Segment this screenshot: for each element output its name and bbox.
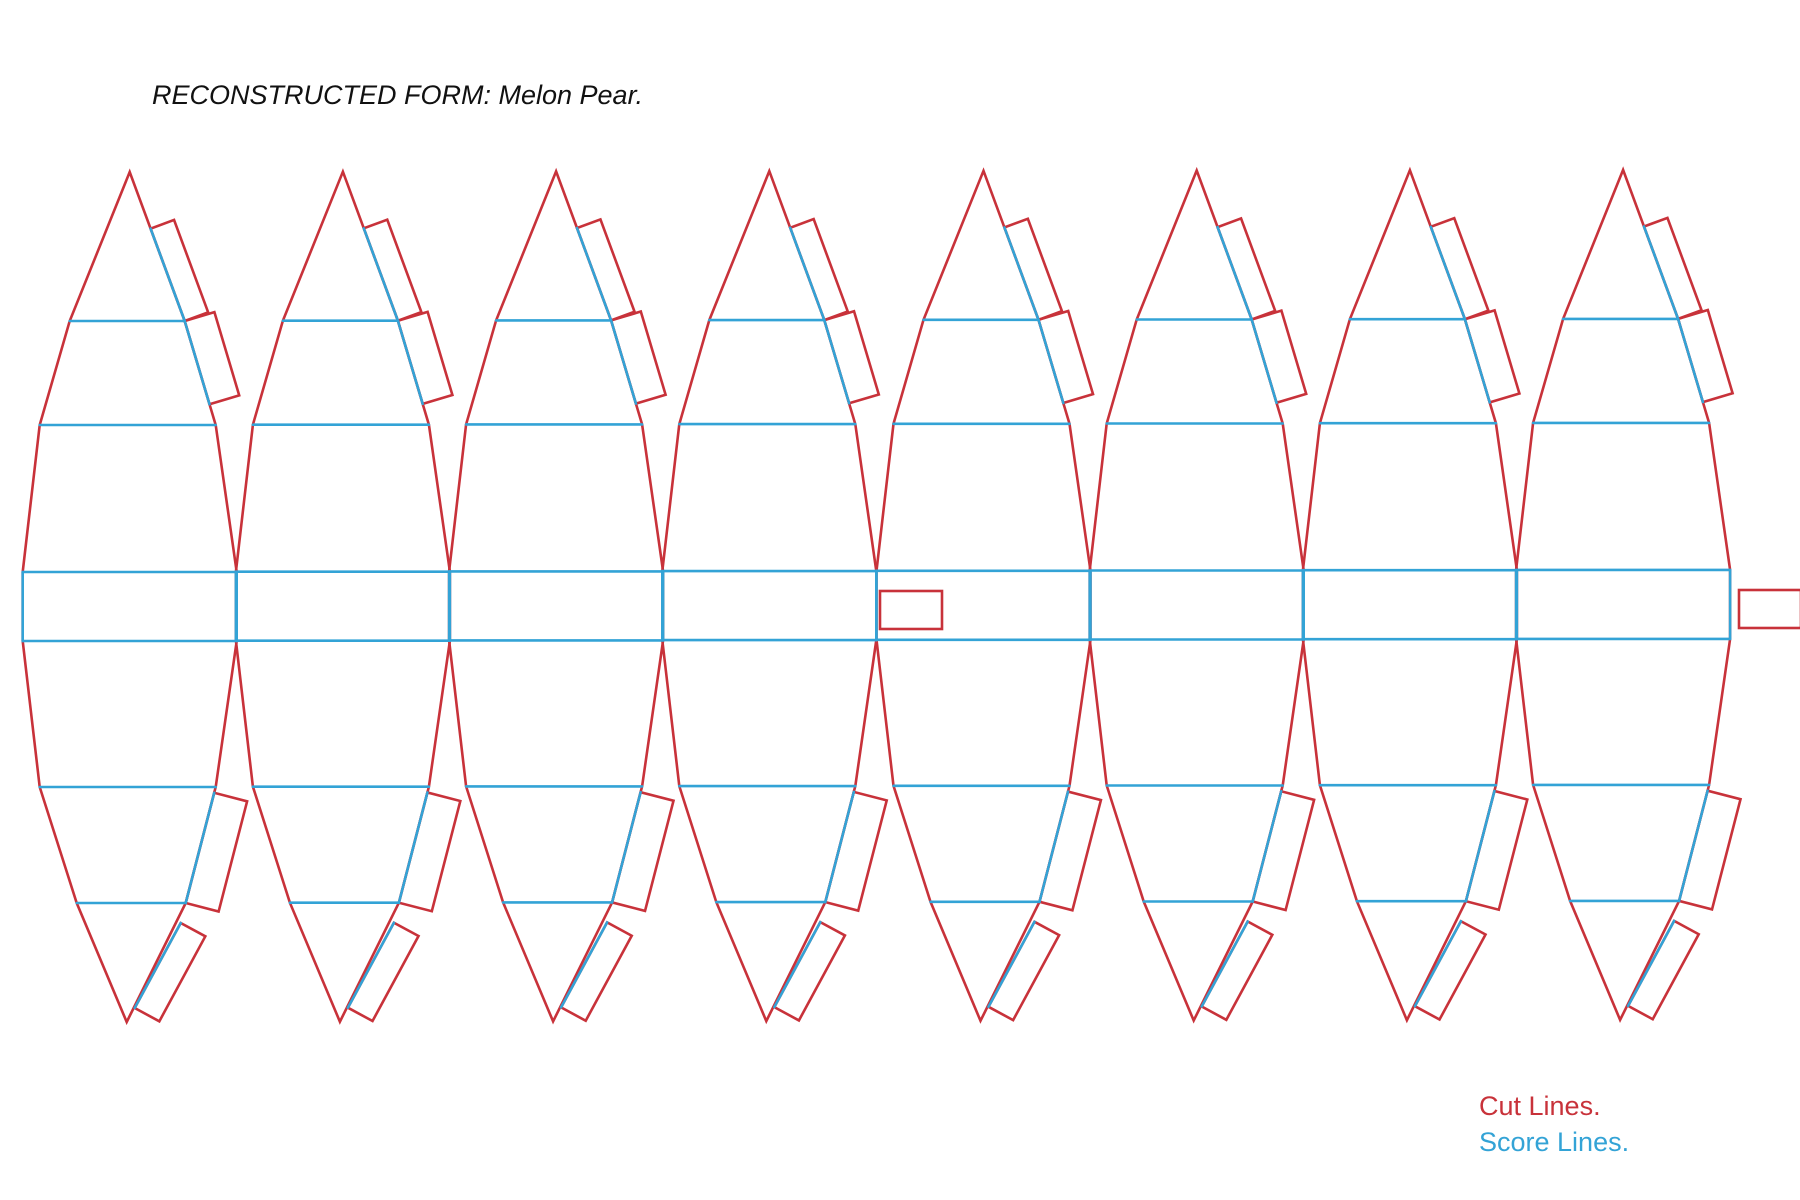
segment-3-tab-2: [609, 309, 668, 406]
segment-1-tab-score-2: [183, 319, 211, 406]
segment-3-tab-score-4: [559, 921, 609, 1009]
segment-8-tab-score-1: [1642, 225, 1680, 321]
segment-6-tab-4: [1199, 919, 1275, 1022]
segment-3-tab-3: [610, 790, 676, 913]
segment-1-tab-score-3: [184, 791, 216, 905]
segment-2-tab-4: [346, 920, 421, 1023]
segment-6-tab-3: [1251, 789, 1316, 912]
segment-2-tab-score-3: [397, 791, 429, 905]
segment-5-tab-3: [1037, 790, 1103, 912]
segment-4-tab-4: [772, 920, 847, 1023]
segment-1-tab-score-4: [133, 921, 182, 1010]
segment-3-tab-score-2: [609, 319, 638, 405]
legend-cut-lines: Cut Lines.: [1479, 1091, 1601, 1121]
score-lines-layer: [21, 225, 1732, 1010]
segment-6-tab-score-3: [1251, 789, 1283, 903]
segment-5-tab-score-2: [1037, 318, 1065, 405]
segment-7-tab-3: [1464, 789, 1529, 912]
segment-2-tab-2: [396, 310, 455, 406]
segment-7-tab-score-1: [1429, 225, 1467, 321]
segment-4-tab-3: [823, 790, 889, 913]
segment-5-tab-score-3: [1038, 790, 1070, 904]
band-center-tab: [878, 589, 944, 631]
segment-7-outline: [1301, 166, 1519, 1024]
segment-1-outline: [21, 168, 238, 1026]
segment-6-outline: [1088, 166, 1305, 1024]
segment-5-tab-score-4: [987, 920, 1036, 1009]
segment-7-tab-score-4: [1413, 919, 1463, 1008]
segment-1-tab-3: [184, 791, 249, 914]
segment-8-tab-score-4: [1626, 919, 1676, 1008]
segment-4-tab-2: [822, 309, 881, 405]
segment-3-tab-score-3: [610, 790, 642, 904]
segment-8-tab-score-3: [1677, 789, 1709, 903]
segment-3-outline: [447, 167, 665, 1025]
segment-1-tab-2: [183, 310, 241, 406]
segment-1-tab-score-1: [149, 227, 186, 323]
segment-8-tab-score-2: [1676, 317, 1705, 404]
segment-7-tab-score-2: [1463, 317, 1491, 404]
segment-5-tab-4: [986, 920, 1061, 1022]
segment-1-tab-4: [132, 921, 208, 1024]
segment-7-tab-4: [1413, 919, 1488, 1022]
segment-3-tab-4: [559, 920, 634, 1023]
segment-5-tab-score-1: [1003, 226, 1040, 322]
segment-6-tab-score-4: [1200, 920, 1249, 1008]
segment-6-tab-score-2: [1250, 318, 1278, 405]
segment-8-tab-2: [1676, 308, 1735, 404]
band-end-tab: [1737, 588, 1800, 630]
segment-2-tab-score-4: [346, 921, 396, 1010]
segment-2-tab-score-1: [362, 227, 400, 323]
segment-4-tab-score-3: [823, 790, 856, 904]
segment-5-tab-2: [1036, 309, 1095, 405]
segment-2-tab-3: [397, 790, 462, 913]
segment-8-outline: [1514, 166, 1732, 1024]
diagram-title: RECONSTRUCTED FORM: Melon Pear.: [152, 80, 644, 110]
segment-8-tab-3: [1677, 789, 1743, 911]
segment-4-tab-score-4: [772, 920, 822, 1009]
segment-7-tab-score-3: [1464, 789, 1496, 903]
segment-8-tab-4: [1626, 919, 1701, 1021]
legend-score-lines: Score Lines.: [1479, 1127, 1630, 1157]
segment-4-tab-score-2: [822, 318, 851, 405]
segment-6-tab-2: [1250, 309, 1308, 405]
segment-7-tab-2: [1463, 308, 1522, 405]
segment-6-tab-score-1: [1216, 225, 1253, 321]
segment-4-outline: [660, 167, 878, 1025]
legend: Cut Lines. Score Lines.: [1479, 1088, 1629, 1160]
cut-lines-layer: [21, 166, 1800, 1026]
segment-4-tab-score-1: [788, 226, 826, 322]
segment-3-tab-score-1: [575, 226, 613, 322]
segment-2-tab-score-2: [396, 319, 425, 406]
segment-2-outline: [234, 168, 452, 1025]
segment-5-outline: [875, 167, 1092, 1024]
